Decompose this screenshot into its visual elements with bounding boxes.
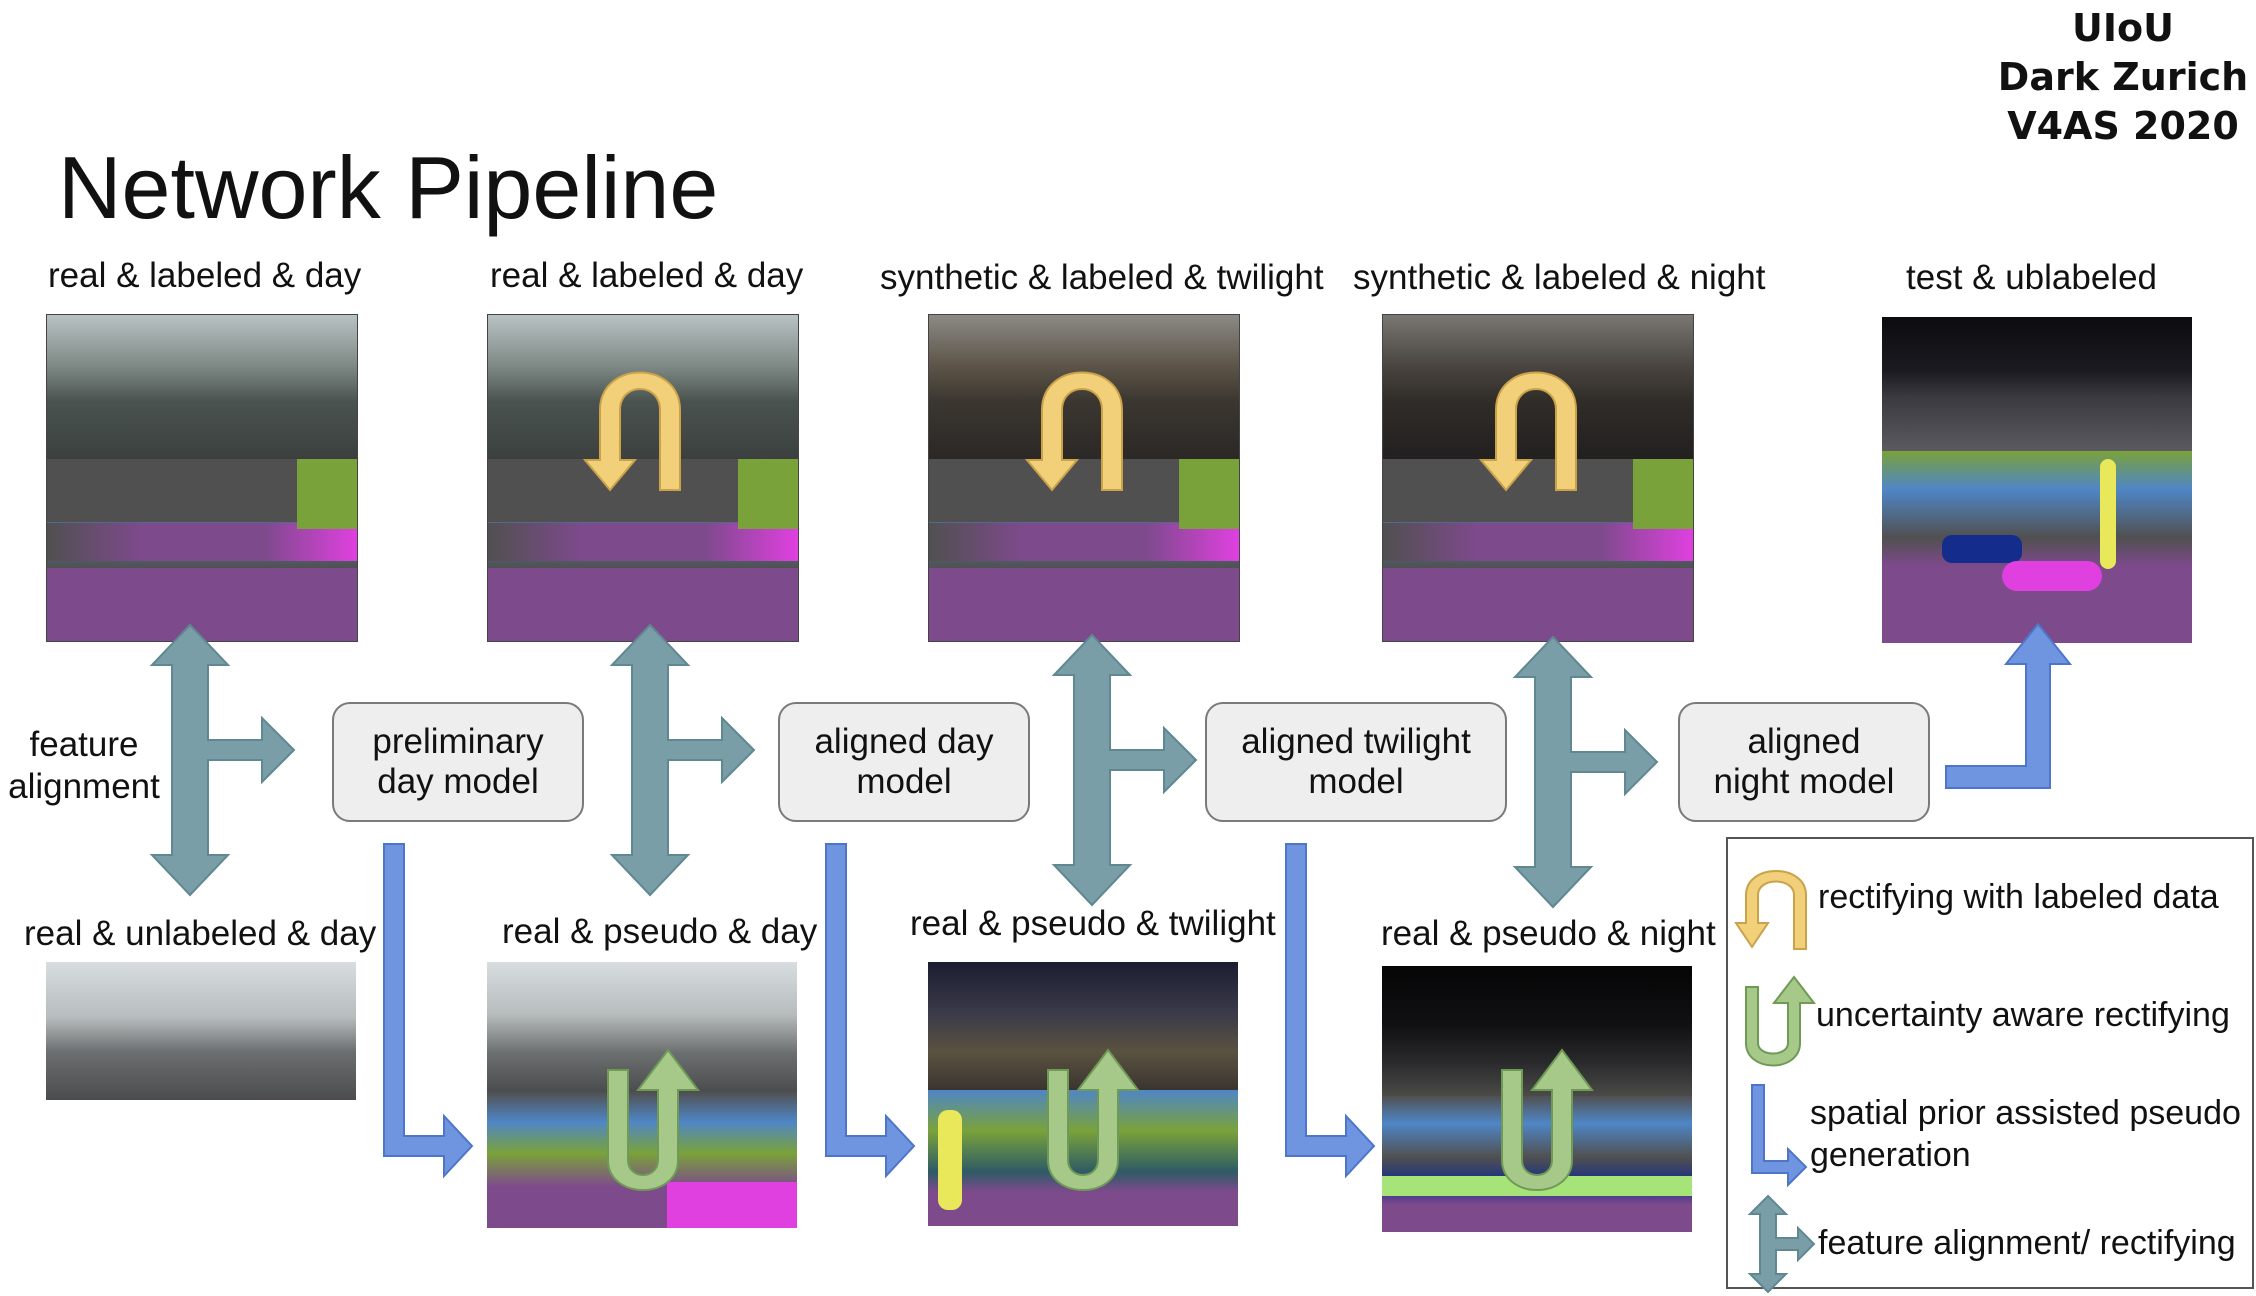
stage-image-synthetic-twilight	[928, 314, 1240, 642]
legend: rectifying with labeled data uncertainty…	[1726, 837, 2254, 1294]
blue-elbow-arrow-up-icon	[1945, 622, 2073, 789]
model-label-3: aligned twilight model	[1241, 722, 1471, 801]
teal-tee-arrow-icon	[609, 623, 756, 897]
bottom-caption-4: real & pseudo & night	[1381, 914, 1716, 953]
legend-blue-elbow-arrow-icon	[1751, 1084, 1808, 1188]
model-box-aligned-twilight: aligned twilight model	[1205, 702, 1507, 822]
pseudo-night-image	[1382, 966, 1692, 1232]
top-caption-5: test & ublabeled	[1906, 258, 2158, 297]
legend-yellow-rectify-arrow-icon	[1734, 870, 1807, 950]
legend-text-3-line2: generation	[1810, 1136, 1971, 1174]
legend-text-2: uncertainty aware rectifying	[1816, 996, 2230, 1034]
top-caption-1: real & labeled & day	[48, 256, 362, 295]
corner-line-1: UIoU	[2072, 6, 2174, 50]
model-box-preliminary-day: preliminary day model	[332, 702, 584, 822]
yellow-rectify-arrow-icon	[1478, 371, 1577, 492]
bottom-caption-2: real & pseudo & day	[502, 912, 818, 951]
unlabeled-day-image	[46, 962, 356, 1100]
model-label-4: aligned night model	[1713, 722, 1895, 801]
teal-tee-arrow-icon	[1051, 633, 1198, 907]
model-box-aligned-night: aligned night model	[1678, 702, 1930, 822]
top-caption-4: synthetic & labeled & night	[1353, 258, 1766, 297]
legend-green-rectify-arrow-icon	[1745, 975, 1817, 1067]
bottom-caption-1: real & unlabeled & day	[24, 914, 377, 953]
yellow-rectify-arrow-icon	[1024, 371, 1123, 492]
blue-elbow-arrow-icon	[825, 843, 916, 1179]
feature-alignment-text: feature alignment	[8, 725, 160, 806]
corner-line-3: V4AS 2020	[2007, 104, 2239, 148]
legend-teal-tee-arrow-icon	[1747, 1194, 1816, 1294]
green-rectify-arrow-icon	[1047, 1048, 1140, 1191]
legend-text-1: rectifying with labeled data	[1818, 878, 2219, 916]
stage-image-test-night	[1881, 316, 2193, 644]
model-box-aligned-day: aligned day model	[778, 702, 1030, 822]
top-caption-3: synthetic & labeled & twilight	[880, 258, 1324, 297]
stage-image-real-day-1	[46, 314, 358, 642]
bottom-caption-3: real & pseudo & twilight	[910, 904, 1276, 943]
model-label-2: aligned day model	[814, 722, 994, 801]
yellow-rectify-arrow-icon	[582, 371, 681, 492]
top-caption-2: real & labeled & day	[490, 256, 804, 295]
legend-text-4: feature alignment/ rectifying	[1818, 1224, 2236, 1262]
teal-tee-arrow-icon	[149, 623, 296, 897]
corner-line-2: Dark Zurich	[1997, 55, 2249, 99]
model-label-1: preliminary day model	[372, 722, 544, 801]
corner-label: UIoU Dark Zurich V4AS 2020	[1990, 4, 2256, 151]
teal-tee-arrow-icon	[1512, 635, 1659, 909]
blue-elbow-arrow-icon	[1285, 843, 1376, 1179]
pseudo-twilight-image	[928, 962, 1238, 1226]
legend-text-3-line1: spatial prior assisted pseudo	[1810, 1094, 2241, 1132]
green-rectify-arrow-icon	[1501, 1048, 1594, 1191]
pseudo-day-image	[487, 962, 797, 1228]
stage-image-real-day-2	[487, 314, 799, 642]
blue-elbow-arrow-icon	[383, 843, 474, 1179]
green-rectify-arrow-icon	[607, 1048, 700, 1191]
feature-alignment-label: feature alignment	[0, 724, 168, 808]
page-title: Network Pipeline	[58, 138, 719, 237]
